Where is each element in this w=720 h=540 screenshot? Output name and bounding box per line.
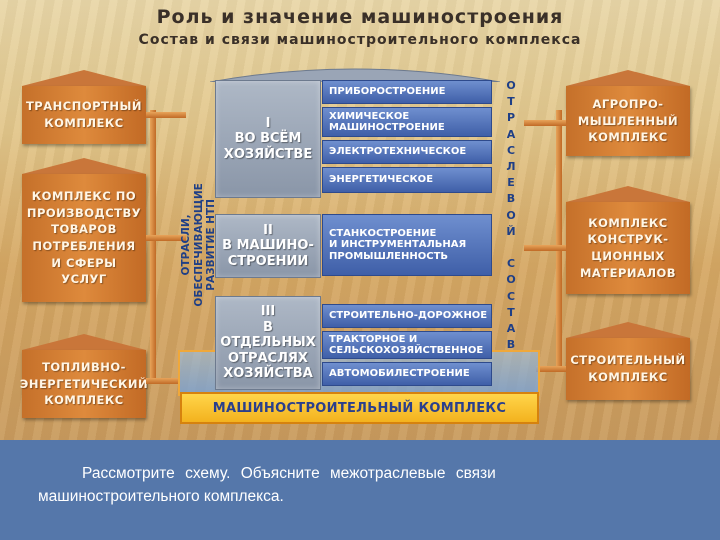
right-box-agro: АГРОПРО- МЫШЛЕННЫЙ КОМПЛЕКС <box>566 86 690 156</box>
right-box-construction: СТРОИТЕЛЬНЫЙ КОМПЛЕКС <box>566 338 690 400</box>
left-box-consumer-goods: КОМПЛЕКС ПО ПРОИЗВОДСТВУ ТОВАРОВ ПОТРЕБЛ… <box>22 174 146 302</box>
caption-text: Рассмотрите схему. Объясните межотраслев… <box>38 462 688 509</box>
base-machine-building-complex: МАШИНОСТРОИТЕЛЬНЫЙ КОМПЛЕКС <box>180 392 539 424</box>
left-box-1-roof <box>22 70 146 86</box>
vertical-label-ntp: ОТРАСЛИ, ОБЕСПЕЧИВАЮЩИЕ РАЗВИТИЕ НТП <box>180 183 218 307</box>
right-box-1-roof <box>566 70 690 86</box>
caption-line-1: Рассмотрите схему. Объясните межотраслев… <box>82 465 496 482</box>
center-roof <box>210 68 500 82</box>
connector-right-1 <box>524 120 566 126</box>
left-box-fuel-energy: ТОПЛИВНО- ЭНЕРГЕТИЧЕСКИЙ КОМПЛЕКС <box>20 350 148 418</box>
connector-right-2 <box>524 245 566 251</box>
right-box-3-roof <box>566 322 690 338</box>
tier-1-item-3: ЭЛЕКТРОТЕХНИЧЕСКОЕ <box>322 140 492 164</box>
connector-right-3 <box>536 366 566 372</box>
left-connector-vertical <box>150 110 156 380</box>
left-box-3-roof <box>22 334 146 350</box>
connector-left-3 <box>146 378 180 384</box>
left-box-transport: ТРАНСПОРТНЫЙ КОМПЛЕКС <box>22 86 146 144</box>
tier-3-item-1: СТРОИТЕЛЬНО-ДОРОЖНОЕ <box>322 304 492 328</box>
tier-1-item-1: ПРИБОРОСТРОЕНИЕ <box>322 80 492 104</box>
slide-title: Роль и значение машиностроения <box>156 6 564 28</box>
tier-1-item-2: ХИМИЧЕСКОЕ МАШИНОСТРОЕНИЕ <box>322 107 492 137</box>
tier-2-item-1: СТАНКОСТРОЕНИЕ И ИНСТРУМЕНТАЛЬНАЯ ПРОМЫШ… <box>322 214 492 276</box>
slide-subtitle: Состав и связи машиностроительного компл… <box>138 32 582 48</box>
tier-1-item-4: ЭНЕРГЕТИЧЕСКОЕ <box>322 167 492 193</box>
connector-left-2 <box>146 235 186 241</box>
tier-1: I ВО ВСЁМ ХОЗЯЙСТВЕ <box>215 80 321 198</box>
caption-line-2: машиностроительного комплекса. <box>38 488 284 506</box>
tier-3: III В ОТДЕЛЬНЫХ ОТРАСЛЯХ ХОЗЯЙСТВА <box>215 296 321 390</box>
tier-3-item-3: АВТОМОБИЛЕСТРОЕНИЕ <box>322 362 492 386</box>
connector-left-1 <box>146 112 186 118</box>
right-connector-vertical <box>556 110 562 370</box>
right-box-construction-materials: КОМПЛЕКС КОНСТРУК- ЦИОННЫХ МАТЕРИАЛОВ <box>566 202 690 294</box>
right-box-2-roof <box>566 186 690 202</box>
caption-background <box>0 440 720 540</box>
tier-2: II В МАШИНО- СТРОЕНИИ <box>215 214 321 278</box>
tier-3-item-2: ТРАКТОРНОЕ И СЕЛЬСКОХОЗЯЙСТВЕННОЕ <box>322 331 492 359</box>
left-box-2-roof <box>22 158 146 174</box>
